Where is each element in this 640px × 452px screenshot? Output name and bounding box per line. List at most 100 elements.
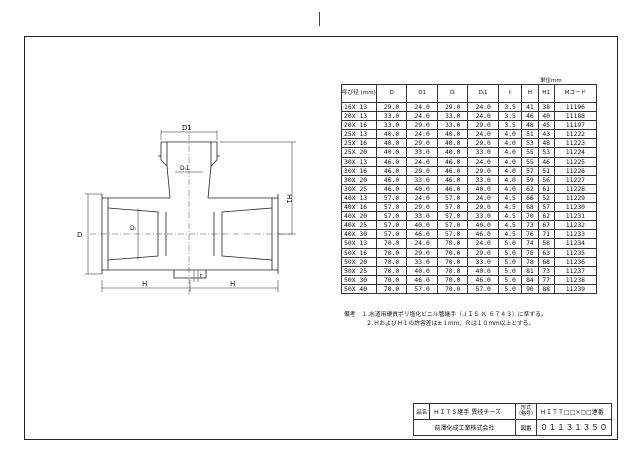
tee-drawing: D1 Dᵢ1 D Dᵢ H H H1 t [77,124,296,296]
cell-mcode: 11229 [553,192,598,204]
cell-d1: 33.0 [406,147,438,158]
cell-d: 40.0 [375,129,408,140]
title-row-1: 品名 ＨＩＴＳ継手 異径チーズ 形式（略号） ＨＩＴＴ□□×□□連番 [412,403,612,420]
cell-mcode: 11225 [553,156,598,167]
cell-t: 3.5 [497,101,523,113]
branch-socket-outline [160,141,218,160]
cell-t: 3.5 [497,111,523,122]
cell-h1: 71 [537,229,555,240]
cell-d1: 24.0 [406,101,438,113]
cell-di: 57.0 [436,220,469,231]
cell-mcode: 11188 [553,111,598,122]
cell-h1: 56 [537,174,555,185]
cell-di1: 29.0 [467,120,499,131]
cell-di: 70.0 [436,265,469,276]
cell-h: 66 [521,192,539,204]
cell-h1: 52 [537,192,555,204]
cell-t: 4.0 [497,147,523,158]
cell-d1: 46.0 [406,229,438,240]
cell-h: 53 [521,138,539,149]
name-label: 品名 [412,403,431,420]
header-h: H [521,84,539,103]
cell-di: 46.0 [436,156,469,167]
cell-mcode: 11196 [553,101,598,113]
cell-h: 59 [521,174,539,185]
cell-di1: 57.0 [467,283,499,294]
cell-d1: 24.0 [406,238,438,249]
cell-h: 74 [521,238,539,249]
cell-d1: 29.0 [406,138,438,149]
cell-h: 70 [521,211,539,222]
cell-d1: 29.0 [406,120,438,131]
cell-h1: 58 [537,238,555,249]
cell-di: 33.0 [436,120,469,131]
cell-di: 57.0 [436,202,469,213]
cell-d1: 40.0 [406,220,438,231]
header-d: D [375,84,408,103]
cell-h1: 63 [537,247,555,258]
cell-spec: 50X 30 [341,274,377,285]
cell-h: 68 [521,202,539,213]
note-text-1: １.水道用硬質ポリ塩化ビニル管継手（ＪＩＳ Ｋ ６７４３）に準ずる。 [361,312,547,318]
cell-mcode: 11230 [553,202,598,213]
dim-t [193,270,199,282]
header-t: t [497,84,523,103]
cell-spec: 40X 13 [341,192,377,204]
label-h1: H1 [285,194,293,204]
cell-d1: 29.0 [406,165,438,176]
cell-h1: 48 [537,138,555,149]
cell-mcode: 11231 [553,211,598,222]
cell-spec: 20X 16 [341,120,377,131]
cell-di: 70.0 [436,238,469,249]
label-h-right: H [230,280,235,288]
cell-mcode: 11237 [553,265,598,276]
model-label-sub: （略号） [515,410,536,417]
cell-mcode: 11234 [553,238,598,249]
cell-h: 81 [521,265,539,276]
cell-d: 29.0 [375,101,408,113]
cell-t: 4.0 [497,156,523,167]
cell-di: 29.0 [436,101,469,113]
cell-spec: 25X 16 [341,138,377,149]
cell-di: 33.0 [436,111,469,122]
cell-t: 5.0 [497,265,523,276]
cell-h1: 40 [537,111,555,122]
cell-di: 57.0 [436,192,469,204]
cell-t: 4.0 [497,129,523,140]
cell-mcode: 11226 [553,165,598,176]
cell-d: 57.0 [375,211,408,222]
cell-d: 70.0 [375,283,408,294]
cell-t: 4.0 [497,183,523,194]
model-label: 形式（略号） [514,403,538,420]
cell-h1: 51 [537,165,555,176]
cell-d: 40.0 [375,147,408,158]
header-h1: H1 [537,84,555,103]
cell-d1: 40.0 [406,265,438,276]
cell-mcode: 11227 [553,174,598,185]
cell-d: 70.0 [375,247,408,258]
cell-h1: 88 [537,283,555,294]
title-row-2: 前澤化成工業株式会社 図番 ０１１３１３５０ [413,419,612,436]
header-spec: 呼び径 (mm) [341,84,377,103]
cell-t: 5.0 [497,256,523,267]
cell-spec: 16X 13 [341,101,377,113]
cell-mcode: 11236 [553,256,598,267]
cell-t: 4.0 [497,174,523,185]
cell-d1: 33.0 [406,256,438,267]
cell-d: 46.0 [375,165,408,176]
cell-t: 4.5 [497,229,523,240]
cell-di1: 24.0 [467,156,499,167]
cell-di: 70.0 [436,283,469,294]
cell-d1: 57.0 [406,283,438,294]
name-value: ＨＩＴＳ継手 異径チーズ [429,403,516,420]
